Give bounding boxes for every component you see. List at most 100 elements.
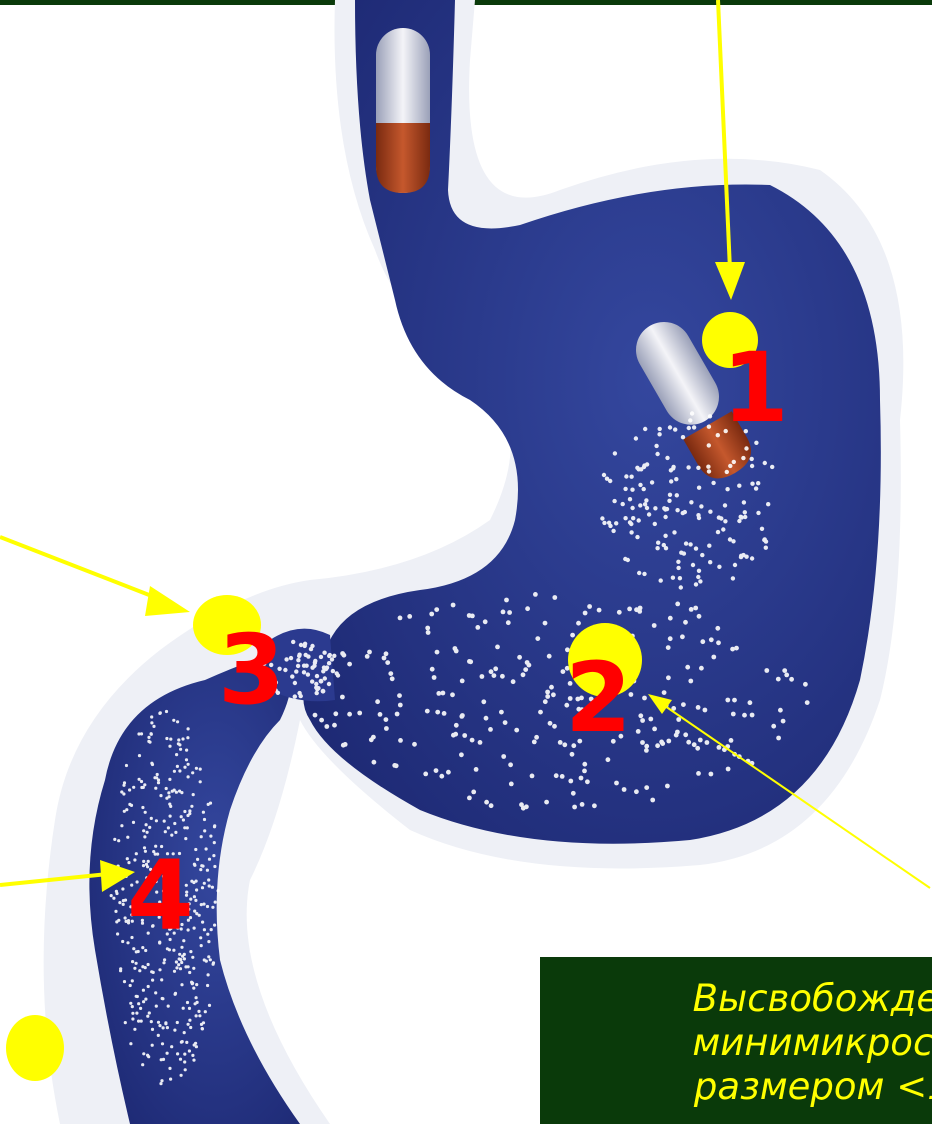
microsphere	[784, 673, 789, 678]
microsphere	[600, 516, 604, 520]
microsphere	[144, 811, 147, 814]
microsphere	[511, 679, 516, 684]
microsphere	[302, 670, 306, 674]
microsphere	[203, 829, 206, 832]
microsphere	[696, 705, 701, 710]
microsphere	[688, 679, 693, 684]
microsphere	[613, 451, 617, 455]
microsphere	[706, 465, 710, 469]
microsphere	[776, 736, 781, 741]
microsphere	[146, 831, 149, 834]
microsphere	[309, 647, 313, 651]
microsphere	[583, 611, 588, 616]
microsphere	[194, 1002, 197, 1005]
microsphere	[547, 654, 552, 659]
microsphere	[650, 480, 654, 484]
microsphere	[658, 427, 662, 431]
microsphere	[441, 691, 446, 696]
microsphere	[113, 838, 116, 841]
microsphere	[425, 709, 430, 714]
microsphere	[290, 674, 294, 678]
microsphere	[776, 677, 781, 682]
microsphere	[750, 457, 754, 461]
microsphere	[131, 979, 134, 982]
microsphere	[429, 612, 434, 617]
microsphere	[165, 787, 168, 790]
microsphere	[681, 702, 686, 707]
caption-line-2: минимикросфе	[590, 1021, 932, 1065]
microsphere	[771, 724, 776, 729]
microsphere	[151, 979, 154, 982]
microsphere	[750, 713, 755, 718]
microsphere	[679, 585, 683, 589]
microsphere	[764, 546, 768, 550]
microsphere	[538, 710, 543, 715]
microsphere	[533, 592, 538, 597]
microsphere	[662, 543, 666, 547]
microsphere	[160, 1079, 163, 1082]
microsphere	[120, 790, 123, 793]
microsphere	[805, 700, 810, 705]
microsphere	[123, 810, 126, 813]
microsphere	[450, 692, 455, 697]
microsphere	[314, 682, 318, 686]
microsphere	[699, 504, 703, 508]
microsphere	[173, 822, 176, 825]
microsphere	[166, 1052, 169, 1055]
microsphere	[545, 690, 550, 695]
microsphere	[162, 1026, 165, 1029]
microsphere	[707, 443, 711, 447]
microsphere	[203, 928, 206, 931]
arrow-head-3	[145, 586, 190, 616]
microsphere	[725, 698, 730, 703]
microsphere	[439, 774, 444, 779]
microsphere	[294, 669, 298, 673]
microsphere	[689, 607, 694, 612]
microsphere	[176, 1021, 179, 1024]
microsphere	[689, 500, 693, 504]
microsphere	[188, 971, 191, 974]
microsphere	[367, 650, 372, 655]
microsphere	[480, 674, 485, 679]
microsphere	[209, 958, 212, 961]
microsphere	[549, 685, 554, 690]
microsphere	[742, 713, 747, 718]
microsphere	[495, 645, 500, 650]
microsphere	[717, 515, 721, 519]
microsphere	[170, 1045, 173, 1048]
microsphere	[667, 499, 671, 503]
microsphere	[160, 978, 163, 981]
microsphere	[169, 815, 172, 818]
microsphere	[179, 1058, 182, 1061]
microsphere	[781, 719, 786, 724]
microsphere	[655, 743, 660, 748]
microsphere	[675, 508, 679, 512]
microsphere	[623, 487, 627, 491]
microsphere	[306, 672, 310, 676]
microsphere	[614, 521, 618, 525]
microsphere	[195, 1045, 198, 1048]
microsphere	[174, 831, 177, 834]
microsphere	[169, 738, 172, 741]
microsphere	[128, 788, 131, 791]
microsphere	[630, 488, 634, 492]
microsphere	[200, 903, 203, 906]
microsphere	[460, 679, 465, 684]
microsphere	[296, 664, 300, 668]
microsphere	[183, 766, 186, 769]
microsphere	[145, 823, 148, 826]
microsphere	[643, 502, 647, 506]
microsphere	[707, 469, 711, 473]
microsphere	[201, 1027, 204, 1030]
microsphere	[148, 826, 151, 829]
microsphere	[176, 765, 179, 768]
microsphere	[693, 606, 698, 611]
microsphere	[652, 727, 657, 732]
microsphere	[728, 464, 732, 468]
microsphere	[459, 714, 464, 719]
microsphere	[327, 682, 331, 686]
microsphere	[183, 826, 186, 829]
microsphere	[131, 960, 134, 963]
microsphere	[535, 636, 540, 641]
